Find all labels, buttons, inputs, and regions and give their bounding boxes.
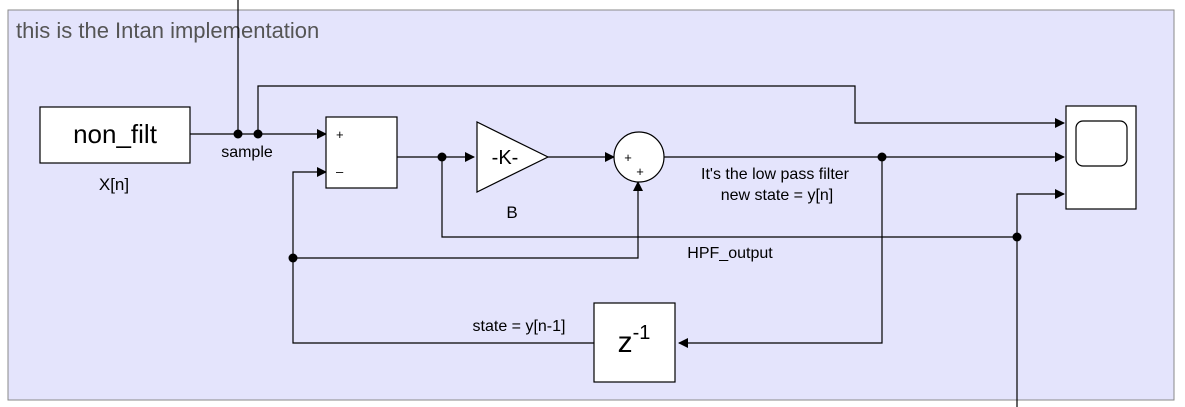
adder-block[interactable]: + + xyxy=(613,131,665,183)
junction-dot xyxy=(877,152,887,162)
unit-delay-text: z-1 xyxy=(618,322,651,359)
signal-label-lpf-line2: new state = y[n] xyxy=(721,187,834,204)
adder-plus-bottom: + xyxy=(636,164,644,179)
signal-label-prev-state: state = y[n-1] xyxy=(473,318,566,335)
signal-label-hpf-output: HPF_output xyxy=(687,245,773,262)
junction-dot xyxy=(253,129,263,139)
source-block-label: X[n] xyxy=(99,175,129,194)
source-block-name: non_filt xyxy=(73,119,158,149)
signal-label-sample: sample xyxy=(221,144,273,161)
source-block[interactable]: non_filt xyxy=(39,106,191,164)
junction-dots xyxy=(233,129,1022,263)
junction-dot xyxy=(288,253,298,263)
signal-lines xyxy=(190,0,1065,407)
area-annotation[interactable] xyxy=(7,9,1175,401)
gain-label: B xyxy=(506,203,517,222)
sum-plus-sign: + xyxy=(336,127,344,142)
signal-label-lpf-line1: It's the low pass filter xyxy=(701,166,850,183)
junction-dot xyxy=(233,129,243,139)
adder-plus-left: + xyxy=(624,150,632,165)
scope-block[interactable] xyxy=(1065,105,1137,210)
junction-dot xyxy=(1012,232,1022,242)
gain-block[interactable]: -K- xyxy=(476,121,550,193)
scope-screen-icon xyxy=(1075,120,1128,167)
area-title: this is the Intan implementation xyxy=(16,18,319,43)
unit-delay-block[interactable]: z-1 xyxy=(593,302,676,383)
sum-block[interactable]: + – xyxy=(325,116,398,189)
junction-dot xyxy=(437,152,447,162)
gain-value: -K- xyxy=(492,147,519,169)
sum-minus-sign: – xyxy=(336,164,344,179)
